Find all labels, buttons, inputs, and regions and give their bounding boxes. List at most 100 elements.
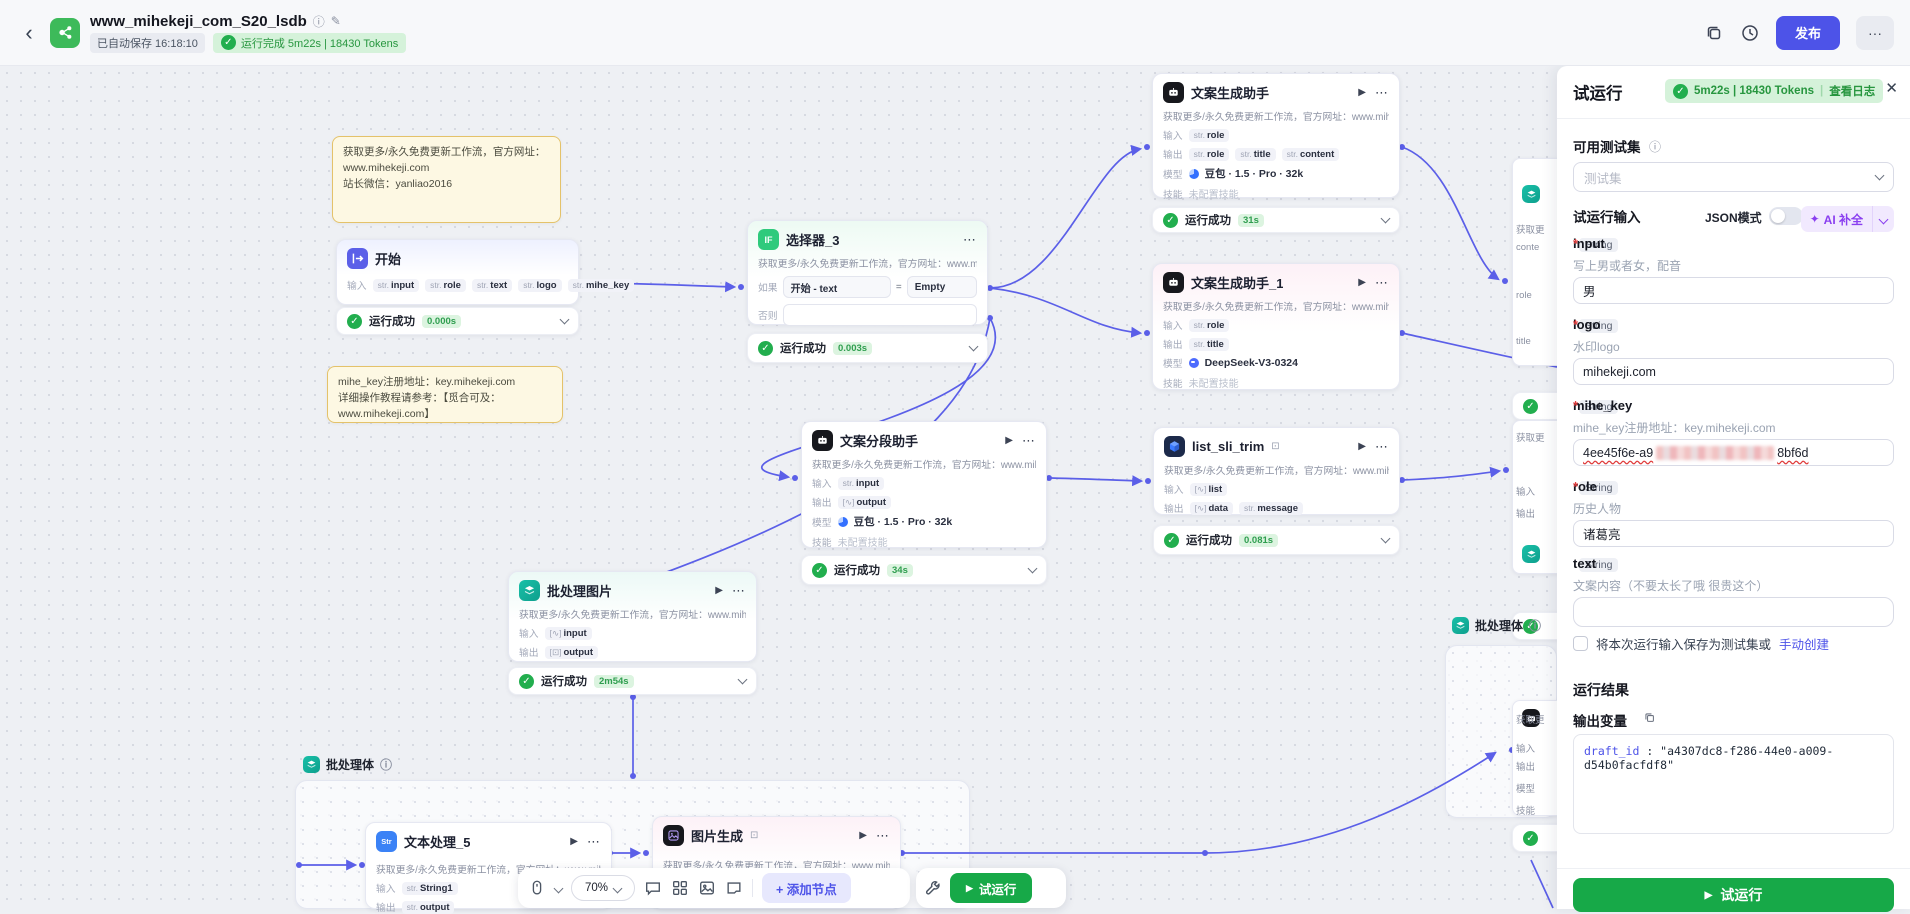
- role-field[interactable]: 诸葛亮: [1573, 520, 1894, 547]
- json-mode-label: JSON模式: [1705, 211, 1762, 225]
- output-var-title: 输出变量: [1573, 714, 1627, 729]
- robot-icon: [1522, 709, 1540, 727]
- doubao-model-icon: [1188, 168, 1199, 179]
- play-icon[interactable]: ▶: [570, 836, 578, 847]
- chevron-down-icon[interactable]: [553, 883, 564, 893]
- status-batch-image[interactable]: ✓ 运行成功 2m54s: [508, 667, 757, 695]
- save-testset-checkbox[interactable]: [1573, 636, 1588, 651]
- layout-icon[interactable]: [671, 879, 689, 897]
- autosave-badge: 已自动保存 16:18:10: [90, 32, 205, 53]
- node-list-sli-trim[interactable]: list_sli_trim ⊡ ▶⋯ 获取更多/永久免费更新工作流，官方网址：w…: [1153, 427, 1400, 515]
- status-splitter[interactable]: ✓ 运行成功 34s: [801, 555, 1047, 585]
- more-icon[interactable]: ⋯: [963, 231, 977, 247]
- panel-test-run-button[interactable]: ▶试运行: [1573, 878, 1894, 912]
- more-icon[interactable]: ⋯: [876, 827, 890, 843]
- play-icon[interactable]: ▶: [1358, 277, 1366, 288]
- cursor-mode-icon[interactable]: [528, 879, 546, 897]
- field-desc: mihe_key注册地址：key.mihekeji.com: [1573, 421, 1776, 435]
- batch-container-label[interactable]: 批处理体 ⓘ: [303, 756, 392, 773]
- header-more-button[interactable]: ···: [1856, 15, 1894, 50]
- play-icon[interactable]: ▶: [715, 585, 723, 596]
- batch-container-label[interactable]: 批处理体 ⓘ: [1452, 617, 1541, 634]
- plugin-badge-icon: ⊡: [750, 830, 759, 841]
- duplicate-icon[interactable]: [1704, 23, 1724, 43]
- status-list-sli-trim[interactable]: ✓ 运行成功 0.081s: [1153, 525, 1400, 555]
- var-badge: str.text: [471, 278, 513, 292]
- sparkle-icon: ✦: [1809, 212, 1820, 226]
- string-icon: Str: [376, 831, 397, 852]
- panel-title: 试运行: [1573, 85, 1623, 103]
- chevron-down-icon[interactable]: [1380, 213, 1391, 224]
- test-run-panel: 试运行 ✓ 5m22s | 18430 Tokens | 查看日志 ✕ 可用测试…: [1557, 66, 1910, 912]
- node-start[interactable]: 开始 输入 str.input str.role str.text str.lo…: [336, 239, 635, 305]
- input-field[interactable]: 男: [1573, 277, 1894, 304]
- chevron-down-icon[interactable]: [968, 341, 979, 352]
- chevron-down-icon[interactable]: [1027, 563, 1038, 574]
- manual-create-link[interactable]: 手动创建: [1779, 638, 1830, 652]
- node-batch-image[interactable]: 批处理图片 ▶⋯ 获取更多/永久免费更新工作流，官方网址：www.mihekej…: [508, 571, 757, 662]
- edit-title-icon[interactable]: ✎: [330, 14, 341, 28]
- comment-icon[interactable]: [644, 879, 662, 897]
- condition-right[interactable]: Empty: [906, 276, 977, 298]
- wrench-icon[interactable]: [924, 879, 942, 897]
- text-field[interactable]: [1573, 597, 1894, 627]
- field-desc: 文案内容（不要太长了哦 很贵这个）: [1573, 579, 1769, 593]
- divider: [1557, 868, 1910, 869]
- doubao-model-icon: [837, 516, 848, 527]
- workflow-canvas[interactable]: 获取更多/永久免费更新工作流，官方网址： www.mihekeji.com 站长…: [0, 66, 1910, 914]
- status-copywriter[interactable]: ✓ 运行成功 31s: [1152, 207, 1400, 233]
- more-icon[interactable]: ⋯: [732, 582, 746, 598]
- back-icon[interactable]: ‹: [25, 19, 33, 45]
- condition-left[interactable]: 开始 - text: [782, 276, 891, 298]
- sticky-note-mihe-key[interactable]: mihe_key注册地址：key.mihekeji.com 详细操作教程请参考：…: [327, 366, 563, 423]
- field-label: logo*String: [1573, 317, 1619, 333]
- more-icon[interactable]: ⋯: [587, 833, 601, 849]
- logo-field[interactable]: mihekeji.com: [1573, 358, 1894, 385]
- node-copywriter-1[interactable]: 文案生成助手_1 ▶⋯ 获取更多/永久免费更新工作流，官方网址：www.mihe…: [1152, 263, 1400, 390]
- testset-select[interactable]: 测试集: [1573, 162, 1894, 192]
- layers-icon: [303, 756, 320, 773]
- status-start[interactable]: ✓ 运行成功 0.000s: [336, 307, 579, 335]
- copy-icon[interactable]: [1643, 711, 1656, 724]
- run-toolbar: ▶试运行: [916, 868, 1066, 908]
- play-icon[interactable]: ▶: [1005, 435, 1013, 446]
- chevron-down-icon[interactable]: [737, 674, 748, 685]
- sticky-note-official[interactable]: 获取更多/永久免费更新工作流，官方网址： www.mihekeji.com 站长…: [332, 136, 561, 223]
- if-icon: IF: [758, 229, 779, 250]
- play-icon[interactable]: ▶: [1358, 441, 1366, 452]
- close-icon[interactable]: ✕: [1885, 80, 1898, 97]
- publish-button[interactable]: 发布: [1776, 15, 1840, 50]
- more-icon[interactable]: ⋯: [1022, 432, 1036, 448]
- info-icon[interactable]: ⓘ: [312, 14, 325, 29]
- play-icon[interactable]: ▶: [1358, 87, 1366, 98]
- chevron-down-icon[interactable]: [559, 314, 570, 325]
- run-complete-badge[interactable]: ✓运行完成 5m22s | 18430 Tokens: [212, 32, 407, 53]
- view-log-link[interactable]: 查看日志: [1829, 86, 1876, 98]
- node-selector[interactable]: IF 选择器_3 ⋯ 获取更多/永久免费更新工作流，官方网址：www.mihek…: [747, 220, 988, 326]
- node-copywriter[interactable]: 文案生成助手 ▶⋯ 获取更多/永久免费更新工作流，官方网址：www.miheke…: [1152, 73, 1400, 201]
- json-mode-toggle[interactable]: [1769, 207, 1803, 225]
- output-variables-box[interactable]: draft_id : "a4307dc8-f286-44e0-a009-d54b…: [1573, 734, 1894, 834]
- status-selector[interactable]: ✓ 运行成功 0.003s: [747, 333, 988, 363]
- history-icon[interactable]: [1740, 23, 1760, 43]
- run-time-badge[interactable]: ✓ 5m22s | 18430 Tokens | 查看日志: [1665, 79, 1884, 103]
- save-testset-row: 将本次运行输入保存为测试集或 手动创建: [1573, 634, 1829, 653]
- deepseek-model-icon: [1188, 358, 1199, 368]
- else-slot[interactable]: [782, 304, 977, 326]
- more-icon[interactable]: ⋯: [1375, 438, 1389, 454]
- robot-icon: [1163, 272, 1184, 293]
- input-section-title: 试运行输入: [1573, 210, 1641, 225]
- test-run-button[interactable]: ▶试运行: [950, 873, 1033, 903]
- add-node-button[interactable]: + 添加节点: [762, 873, 851, 903]
- node-splitter[interactable]: 文案分段助手 ▶⋯ 获取更多/永久免费更新工作流，官方网址：www.miheke…: [801, 421, 1047, 549]
- zoom-select[interactable]: 70%: [571, 875, 635, 901]
- chevron-down-icon[interactable]: [1380, 533, 1391, 544]
- image-tool-icon[interactable]: [698, 879, 716, 897]
- more-icon[interactable]: ⋯: [1375, 84, 1389, 100]
- note-tool-icon[interactable]: [725, 879, 743, 897]
- ai-complete-button[interactable]: ✦AI 补全: [1800, 206, 1894, 232]
- play-icon[interactable]: ▶: [859, 830, 867, 841]
- more-icon[interactable]: ⋯: [1375, 274, 1389, 290]
